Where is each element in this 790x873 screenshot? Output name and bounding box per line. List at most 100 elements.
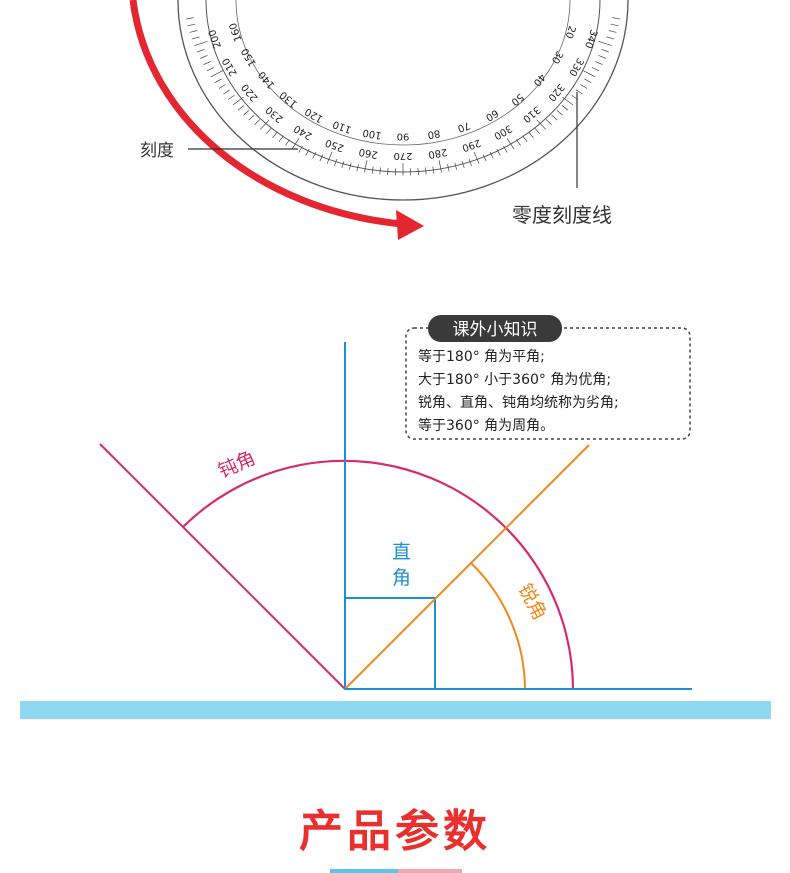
- tip-line-2: 大于180° 小于360° 角为优角;: [418, 372, 611, 388]
- protractor-tick: [319, 154, 324, 162]
- protractor-tick: [291, 138, 300, 150]
- protractor-outer-number: 210: [221, 56, 240, 78]
- protractor-tick: [536, 119, 546, 130]
- protractor-inner-number: 150: [240, 46, 259, 68]
- protractor-tick: [364, 160, 368, 173]
- bottom-strip-pink: [398, 869, 462, 873]
- protractor-tick: [312, 151, 317, 159]
- protractor-ticks: [185, 17, 621, 176]
- protractor-outer-number: 340: [582, 28, 599, 50]
- right-angle-label-top: 直: [392, 541, 411, 563]
- acute-arc: [470, 562, 526, 690]
- protractor-tick: [612, 17, 621, 20]
- protractor-tick: [489, 151, 494, 159]
- protractor-tick: [243, 110, 250, 116]
- right-angle-label-bottom: 角: [392, 567, 411, 589]
- protractor-tick: [214, 78, 222, 84]
- protractor-tick: [187, 23, 196, 27]
- protractor-tick: [348, 162, 352, 170]
- protractor-tick: [305, 149, 310, 156]
- protractor-tick: [425, 167, 427, 175]
- protractor-tick: [608, 30, 617, 33]
- protractor-tick: [326, 151, 333, 164]
- obtuse-angle-label: 钝角: [215, 447, 259, 483]
- protractor-tick: [272, 131, 278, 139]
- protractor-tick: [595, 61, 603, 65]
- protractor-inner-number: 40: [531, 71, 548, 88]
- protractor-tick: [461, 160, 465, 169]
- protractor-tick: [278, 135, 284, 143]
- protractor-inner-number: 120: [303, 105, 325, 124]
- protractor-tick: [482, 154, 487, 162]
- protractor-tick: [432, 166, 435, 174]
- protractor-tick: [356, 164, 359, 172]
- protractor-tick: [341, 160, 345, 169]
- protractor-inner-number: 30: [549, 49, 565, 66]
- base-bar: [20, 701, 771, 719]
- protractor-tick: [438, 160, 442, 173]
- protractor-tick: [387, 167, 389, 176]
- protractor-tick: [298, 145, 303, 153]
- protractor-tick: [200, 55, 208, 59]
- protractor-tick: [522, 135, 528, 143]
- protractor-outer-number: 200: [207, 28, 224, 50]
- protractor-tick: [206, 67, 215, 72]
- tip-box-title: 课外小知识: [453, 320, 538, 340]
- acute-ray: [344, 444, 590, 690]
- protractor-tick: [203, 61, 211, 65]
- protractor-inner-number: 90: [397, 130, 410, 141]
- protractor-outer-number: 260: [358, 146, 379, 160]
- protractor-inner-number: 80: [427, 127, 441, 140]
- protractor-tick: [266, 127, 272, 134]
- protractor-tick: [227, 94, 235, 100]
- zero-line-label: 零度刻度线: [512, 203, 612, 227]
- obtuse-ray: [99, 443, 346, 690]
- protractor-tick: [582, 70, 596, 78]
- protractor-tick: [556, 110, 563, 116]
- protractor-tick: [237, 105, 245, 111]
- tip-line-4: 等于360° 角为周角。: [418, 417, 554, 434]
- protractor-tick: [210, 70, 224, 78]
- protractor-innermost-ring: [235, 0, 571, 146]
- rotation-arrow-body: [129, 0, 403, 228]
- protractor-tick: [551, 114, 558, 121]
- protractor-tick: [197, 49, 205, 53]
- protractor-outer-ring: [177, 0, 629, 201]
- protractor-tick: [260, 119, 270, 130]
- protractor-tick: [189, 30, 198, 33]
- protractor-tick: [562, 96, 574, 106]
- obtuse-arc: [182, 459, 575, 690]
- protractor-outer-number: 300: [492, 122, 514, 141]
- protractor-outer-number: 270: [393, 150, 412, 161]
- protractor-tick: [496, 149, 501, 156]
- tip-line-3: 锐角、直角、钝角均统称为劣角;: [418, 394, 619, 411]
- protractor-tick: [584, 78, 592, 84]
- tip-box-title-pill: [428, 315, 562, 342]
- protractor-tick: [601, 49, 609, 53]
- protractor-tick: [191, 36, 200, 40]
- protractor-tick: [534, 127, 540, 134]
- protractor-inner-number: 50: [509, 91, 526, 108]
- protractor-outer-number: 280: [427, 146, 448, 160]
- protractor-outer-number: 250: [324, 136, 346, 153]
- protractor-inner-number: 140: [257, 69, 278, 91]
- protractor-tick: [545, 119, 552, 126]
- protractor-tick: [610, 23, 619, 27]
- protractor-inner-number: 70: [456, 119, 472, 134]
- protractor-outer-number: 230: [264, 104, 286, 125]
- protractor-tick: [218, 84, 226, 89]
- protractor-tick: [473, 151, 480, 164]
- protractor-inner-number: 130: [278, 89, 300, 110]
- protractor-tick: [334, 159, 338, 167]
- protractor-tick: [254, 119, 261, 126]
- protractor-outer-number: 240: [292, 122, 314, 141]
- protractor-tick: [591, 67, 600, 72]
- protractor-tick: [454, 162, 458, 170]
- protractor-inner-number: 60: [483, 107, 500, 123]
- section-title: 产品参数: [299, 806, 491, 857]
- protractor-tick: [516, 139, 521, 146]
- protractor-tick: [371, 166, 374, 174]
- rotation-arrow: [129, 0, 424, 240]
